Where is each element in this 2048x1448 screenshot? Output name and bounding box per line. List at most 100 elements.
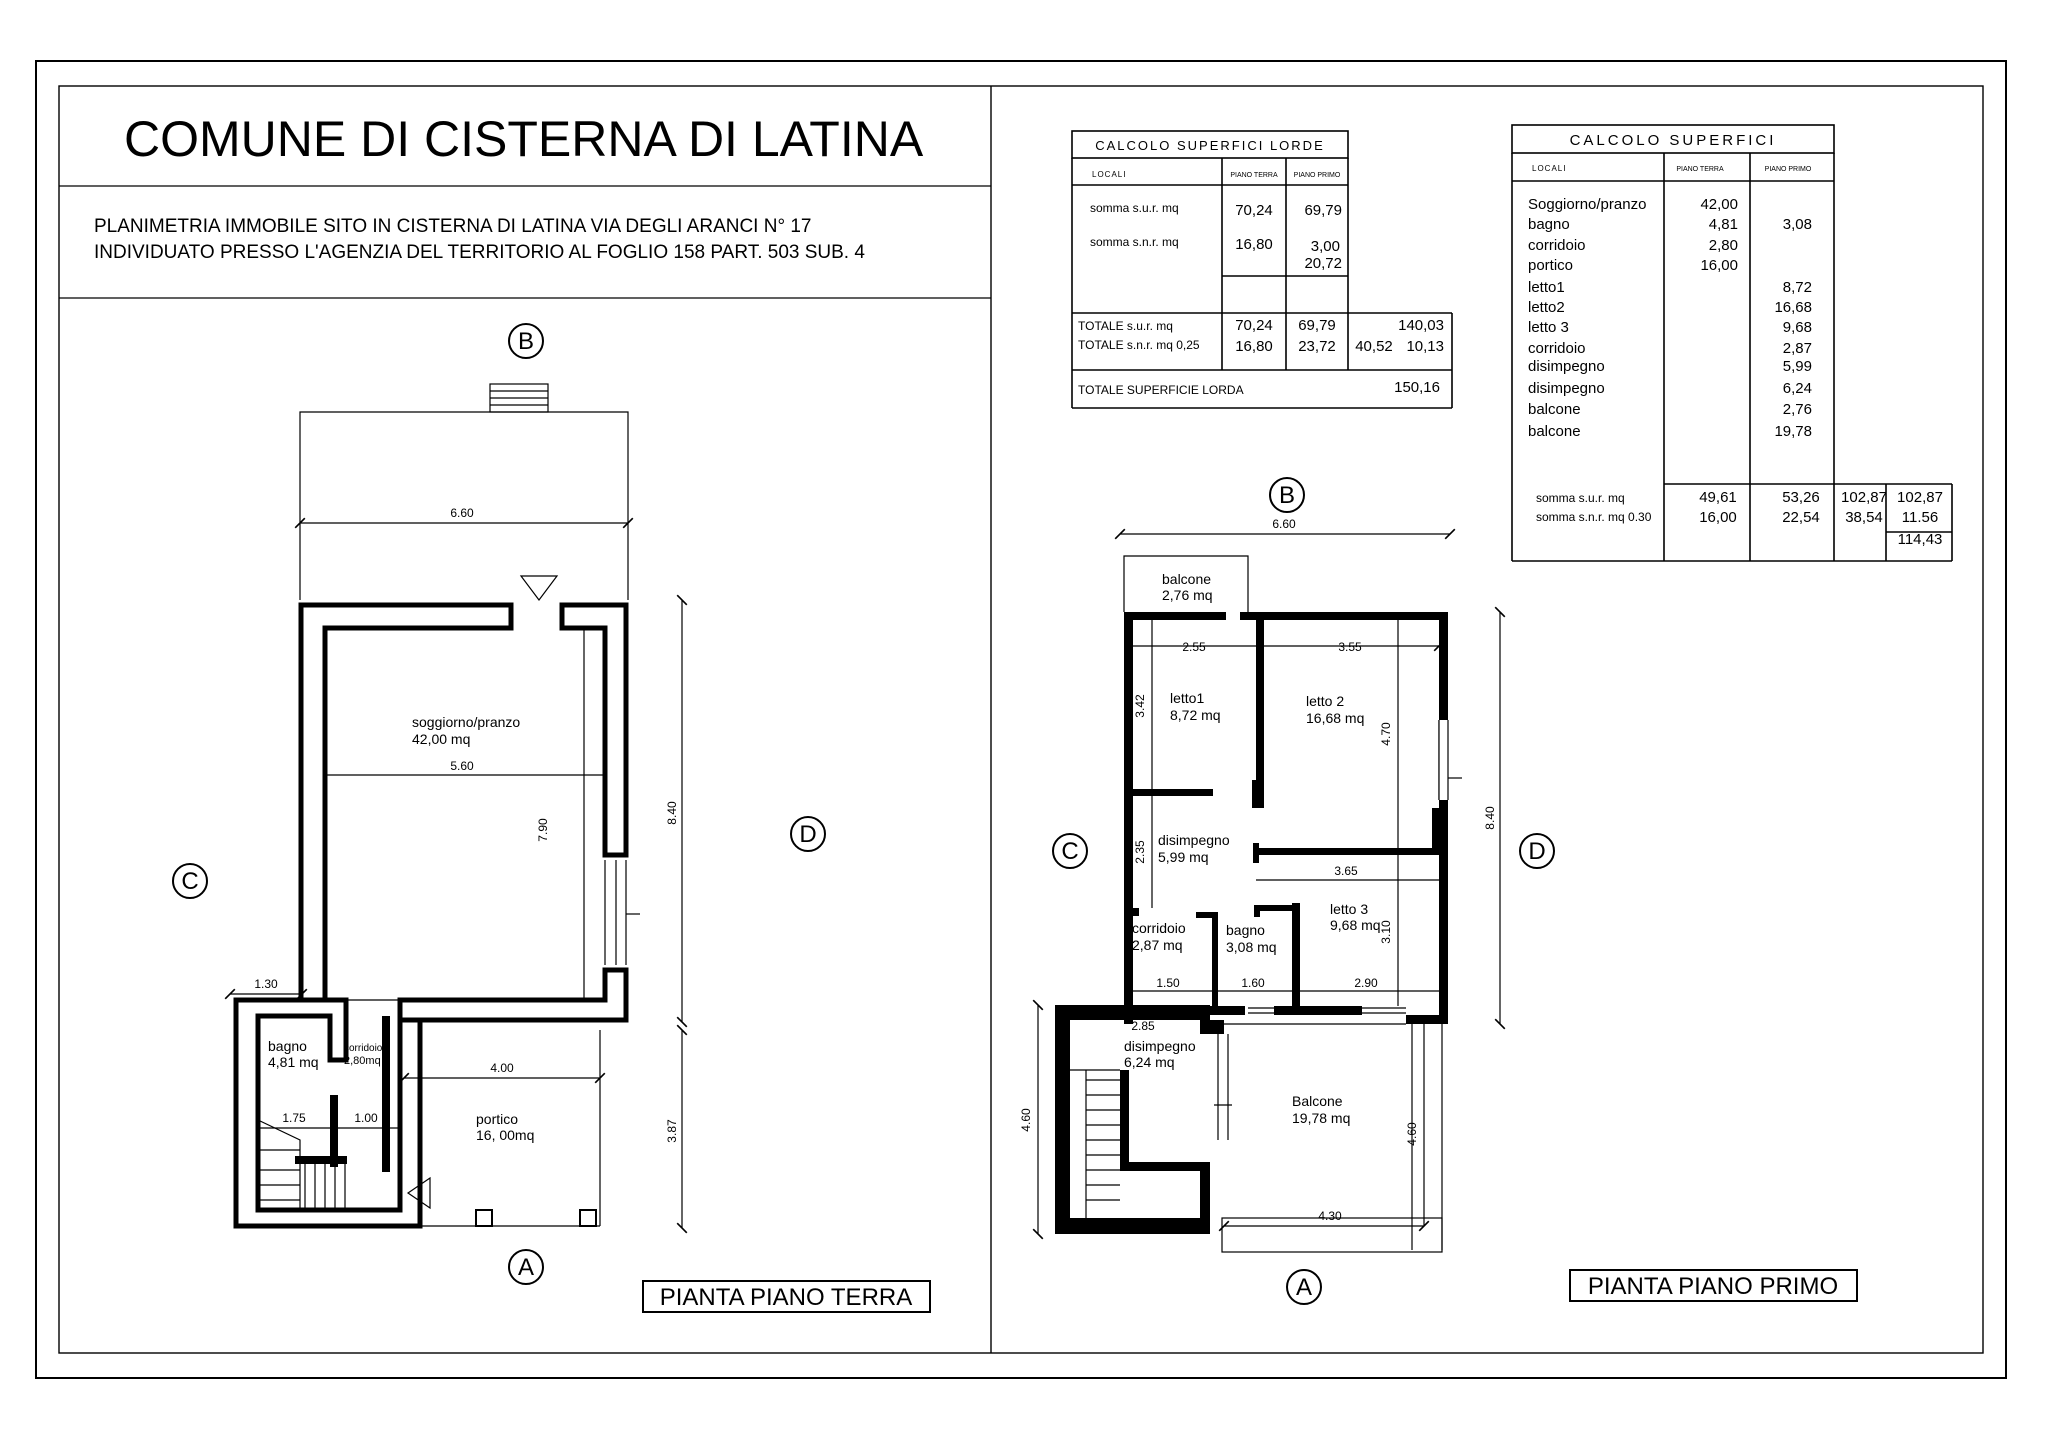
table-sup-cell: 22,54 xyxy=(1782,509,1820,526)
dim-8-40: 8.40 xyxy=(665,801,679,825)
room-corridoio-area: 2,80mq xyxy=(344,1055,381,1067)
outer-frame xyxy=(35,60,2007,1379)
table-lorde-cell: 69,79 xyxy=(1298,317,1336,334)
room-portico-area: 16, 00mq xyxy=(476,1127,534,1143)
table-lorde-title: CALCOLO SUPERFICI LORDE xyxy=(1095,138,1325,153)
room-disimpegno1-name: disimpegno xyxy=(1158,832,1230,848)
table-lorde-cell: 16,80 xyxy=(1235,236,1273,253)
table-sup-row-primo: 9,68 xyxy=(1783,319,1812,336)
wall-letto1-letto2 xyxy=(1256,620,1264,808)
table-sup-col-terra: PIANO TERRA xyxy=(1676,166,1724,173)
table-sup-row-name: letto1 xyxy=(1528,279,1565,296)
svg-text:A: A xyxy=(1296,1274,1312,1301)
room-soggiorno-name: soggiorno/pranzo xyxy=(412,714,520,730)
table-sup-total: 114,43 xyxy=(1898,531,1943,548)
room-corridoio-first-area: 2,87 mq xyxy=(1132,937,1183,953)
dim-5-60: 5.60 xyxy=(450,759,474,773)
table-lorde-cell: somma s.n.r. mq xyxy=(1090,235,1179,249)
table-sup-row-terra: 16,00 xyxy=(1700,257,1738,274)
room-letto3-name: letto 3 xyxy=(1330,901,1368,917)
ground-floor-label-box xyxy=(642,1280,931,1313)
svg-text:B: B xyxy=(518,328,534,355)
table-sup-cell: somma s.u.r. mq xyxy=(1536,491,1625,505)
dim-4-60-east: 4.60 xyxy=(1405,1122,1419,1146)
table-sup-row-primo: 16,68 xyxy=(1774,299,1812,316)
table-sup-row-name: balcone xyxy=(1528,423,1581,440)
room-letto1-name: letto1 xyxy=(1170,690,1204,706)
portico-pillar xyxy=(475,1209,493,1227)
svg-text:B: B xyxy=(1279,482,1295,509)
dim-1-50: 1.50 xyxy=(1156,976,1180,990)
dim-4-00: 4.00 xyxy=(490,1061,514,1075)
sheet-title: COMUNE DI CISTERNA DI LATINA xyxy=(124,111,924,167)
marker-a-ground: A xyxy=(508,1249,544,1285)
dim-4-70: 4.70 xyxy=(1379,722,1393,746)
table-sup-row-primo: 8,72 xyxy=(1783,279,1812,296)
marker-b-first: B xyxy=(1269,477,1305,513)
room-corridoio-name: corridoio xyxy=(344,1043,383,1054)
svg-text:D: D xyxy=(1528,838,1545,865)
wall-north-east-first xyxy=(1240,612,1448,1024)
table-sup-row-name: balcone xyxy=(1528,401,1581,418)
dim-4-30: 4.30 xyxy=(1318,1209,1342,1223)
dim-4-60-west: 4.60 xyxy=(1019,1108,1033,1132)
dim-3-65: 3.65 xyxy=(1334,864,1358,878)
table-sup-col-locali: LOCALI xyxy=(1532,164,1566,173)
table-sup-row-terra: 2,80 xyxy=(1709,237,1738,254)
table-lorde-cell: 70,24 xyxy=(1235,317,1273,334)
table-lorde-cell: TOTALE SUPERFICIE LORDA xyxy=(1078,383,1244,397)
room-balcone-small-name: balcone xyxy=(1162,571,1211,587)
room-portico-name: portico xyxy=(476,1111,518,1127)
table-sup-row-primo: 6,24 xyxy=(1783,380,1812,397)
table-sup-row-terra: 4,81 xyxy=(1709,216,1738,233)
dim-6-60-first: 6.60 xyxy=(1272,517,1296,531)
marker-c-ground: C xyxy=(172,863,208,899)
dim-3-55: 3.55 xyxy=(1338,640,1362,654)
wall-north-east xyxy=(559,602,629,858)
table-superfici: CALCOLO SUPERFICI LOCALI PIANO TERRA PIA… xyxy=(1511,124,1953,562)
table-sup-row-name: portico xyxy=(1528,257,1573,274)
ground-floor-label: PIANTA PIANO TERRA xyxy=(660,1284,913,1311)
dim-1-00: 1.00 xyxy=(354,1111,378,1125)
room-soggiorno-area: 42,00 mq xyxy=(412,731,470,747)
room-disimpegno2-area: 6,24 mq xyxy=(1124,1054,1175,1070)
table-sup-row-name: disimpegno xyxy=(1528,380,1605,397)
dim-3-42: 3.42 xyxy=(1133,694,1147,718)
room-letto3-area: 9,68 mq xyxy=(1330,917,1381,933)
marker-a-first: A xyxy=(1286,1269,1322,1305)
table-lorde-cell: 3,00 xyxy=(1311,238,1340,255)
svg-text:A: A xyxy=(518,1254,534,1281)
table-sup-col-primo: PIANO PRIMO xyxy=(1765,166,1812,173)
portico-pillar xyxy=(579,1209,597,1227)
table-lorde-cell: 40,52 xyxy=(1355,338,1393,355)
table-sup-row-terra: 42,00 xyxy=(1700,196,1738,213)
table-lorde-cell: 20,72 xyxy=(1304,255,1342,272)
room-disimpegno1-area: 5,99 mq xyxy=(1158,849,1209,865)
wall-letto2-letto3 xyxy=(1256,848,1439,855)
table-lorde-cell: 10,13 xyxy=(1406,338,1444,355)
table-sup-cell: 16,00 xyxy=(1699,509,1737,526)
svg-text:C: C xyxy=(1061,838,1078,865)
table-lorde-cell: somma s.u.r. mq xyxy=(1090,201,1179,215)
room-balcone-small-area: 2,76 mq xyxy=(1162,587,1213,603)
large-balcony-edge xyxy=(1221,1217,1443,1253)
dim-6-60: 6.60 xyxy=(450,506,474,520)
table-superfici-lorde: CALCOLO SUPERFICI LORDE LOCALI PIANO TER… xyxy=(1071,130,1453,409)
marker-d-ground: D xyxy=(790,816,826,852)
first-floor-plan: B C D A 6.60 balcone 2,76 mq xyxy=(1019,477,1858,1305)
table-lorde-col-primo: PIANO PRIMO xyxy=(1294,172,1341,179)
table-lorde-cell: 69,79 xyxy=(1304,202,1342,219)
table-sup-cell: 11.56 xyxy=(1902,509,1938,526)
table-sup-row-name: letto 3 xyxy=(1528,319,1569,336)
table-sup-cell: somma s.n.r. mq 0.30 xyxy=(1536,510,1652,524)
table-lorde-col-terra: PIANO TERRA xyxy=(1230,172,1278,179)
small-balcony xyxy=(1123,555,1249,612)
table-sup-row-name: letto2 xyxy=(1528,299,1565,316)
first-floor-label: PIANTA PIANO PRIMO xyxy=(1588,1273,1838,1300)
ground-floor-plan: B C D A 6.60 xyxy=(172,323,931,1313)
subtitle-line-2: INDIVIDUATO PRESSO L'AGENZIA DEL TERRITO… xyxy=(94,242,865,263)
table-sup-row-name: corridoio xyxy=(1528,340,1586,357)
table-sup-row-name: bagno xyxy=(1528,216,1570,233)
